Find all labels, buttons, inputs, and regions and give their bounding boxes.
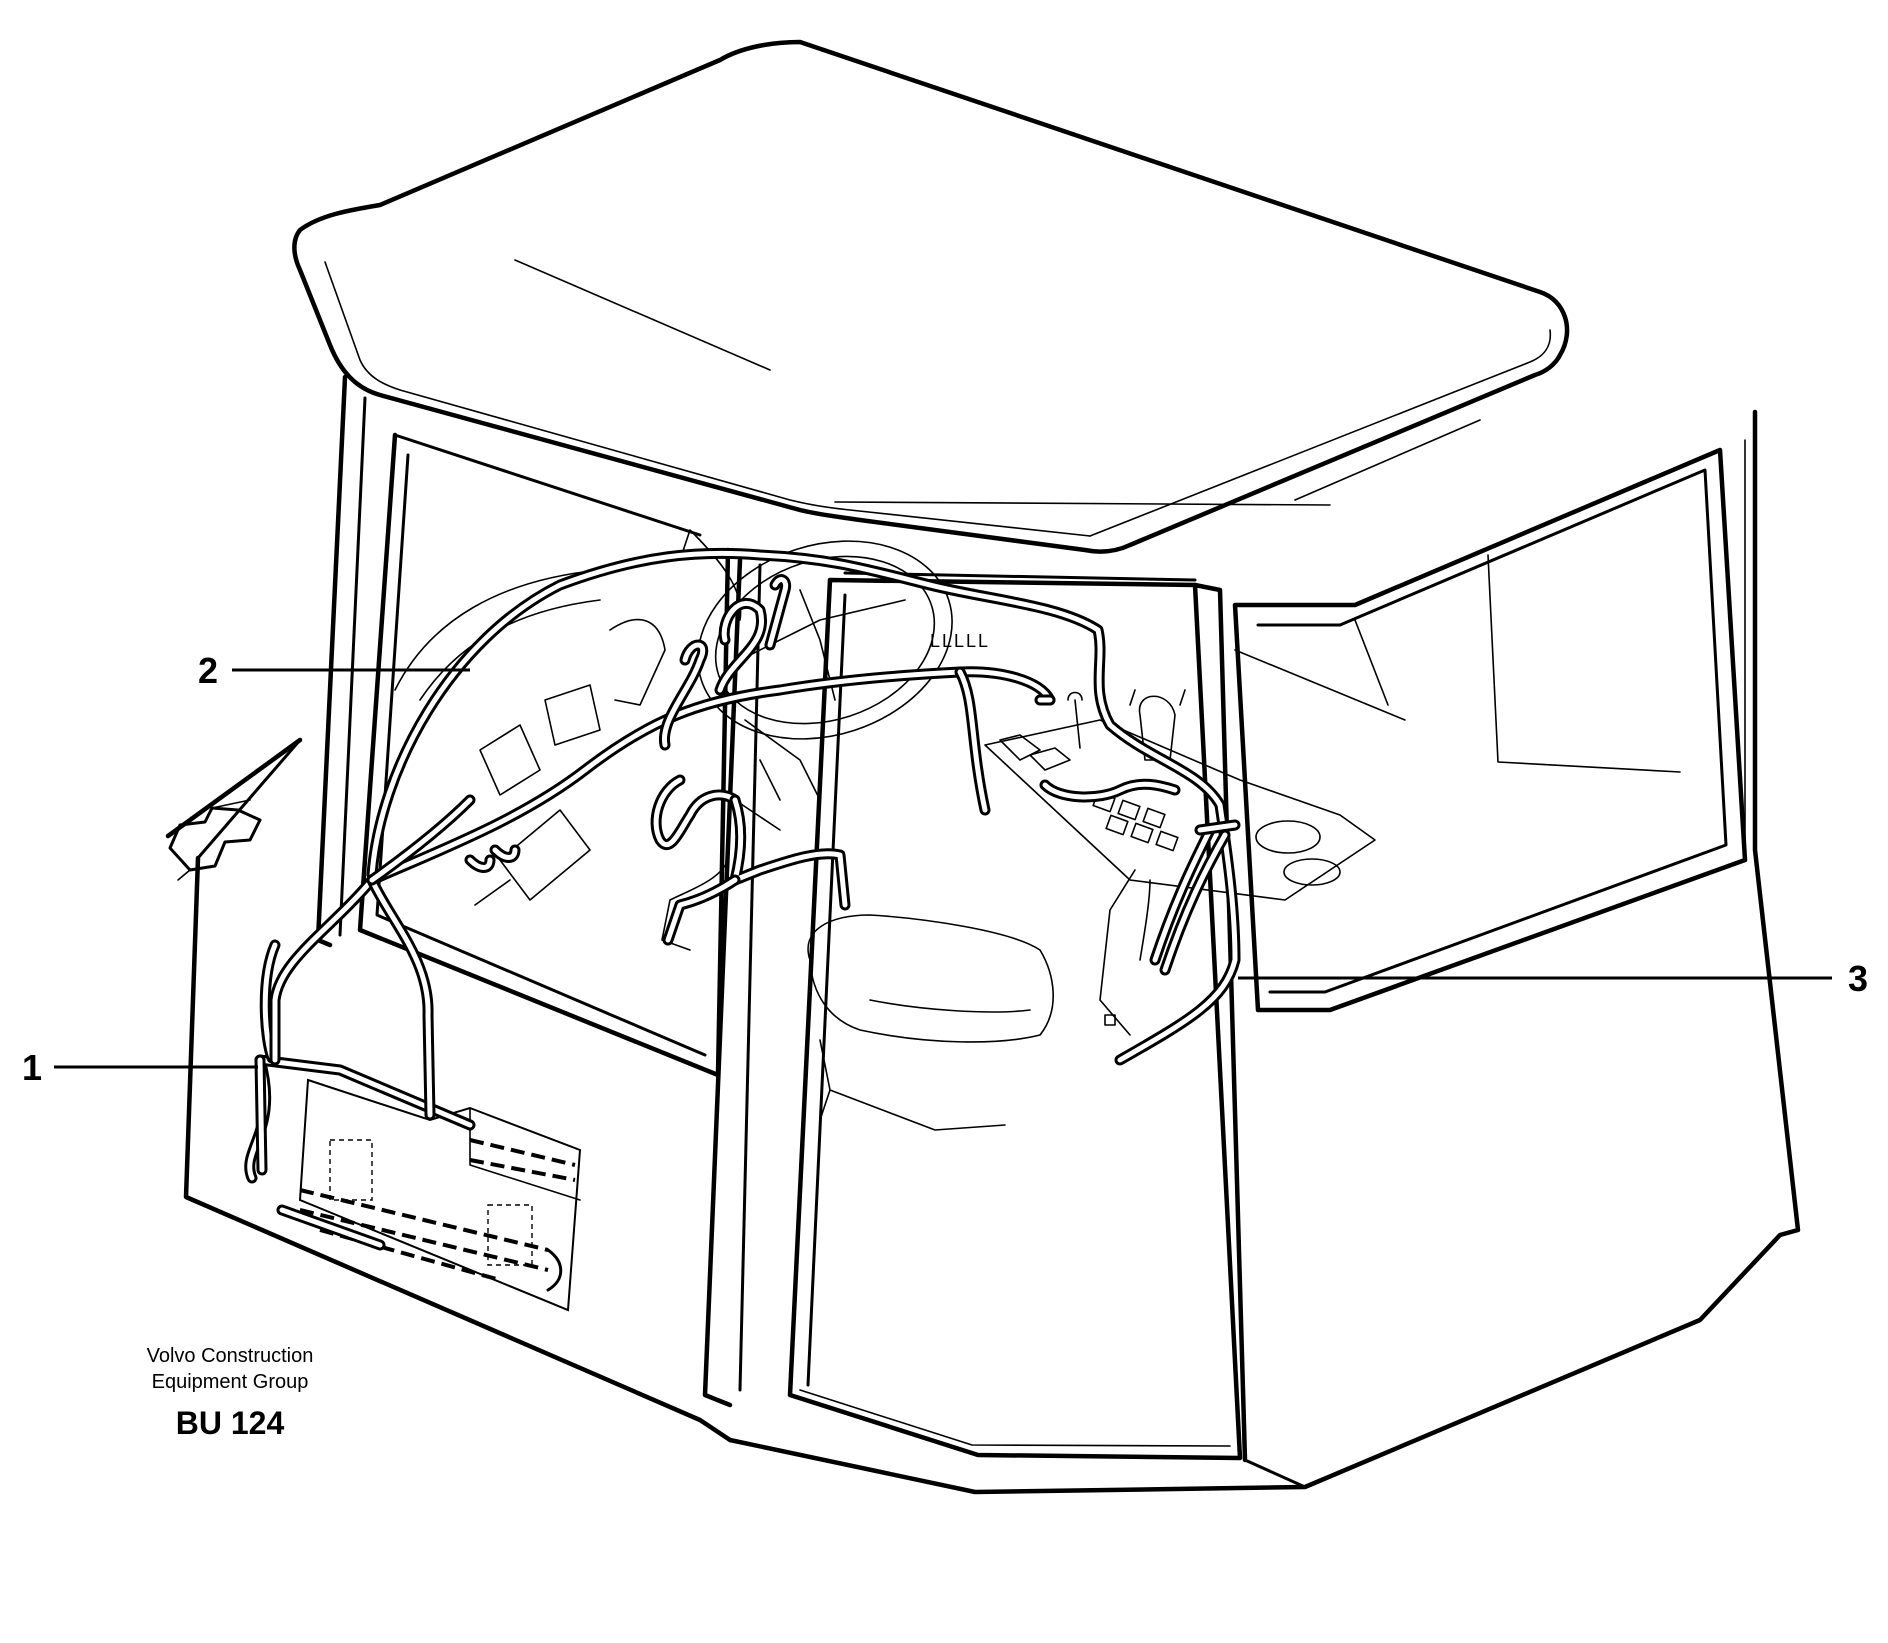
footer-company-line-1: Volvo Construction <box>147 1345 314 1367</box>
footer-company-line-2: Equipment Group <box>152 1371 309 1393</box>
wiring-harnesses <box>244 547 1241 1251</box>
callout-label-3: 3 <box>1848 958 1868 999</box>
cab-roof <box>292 39 1570 554</box>
callout-label-2: 2 <box>198 650 218 691</box>
callout-label-1: 1 <box>22 1047 42 1088</box>
panel-markings: LLLLL <box>930 631 990 651</box>
cab-body <box>165 374 1801 1495</box>
harness-2 <box>366 547 1241 1066</box>
callout-leaders <box>54 668 1832 1069</box>
footer-code: BU 124 <box>176 1405 285 1441</box>
